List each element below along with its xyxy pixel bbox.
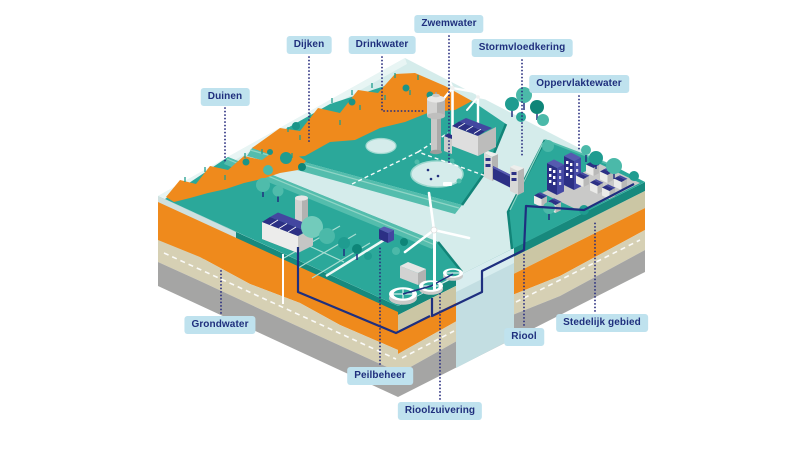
label-rioolzuivering: Rioolzuivering [397,402,483,420]
storm-surge-barrier [484,151,524,195]
dunes [166,73,472,202]
label-drinkwater: Drinkwater [348,36,416,54]
label-zwemwater: Zwemwater [414,15,484,33]
weir [379,226,394,243]
dune-grass [184,73,419,182]
label-oppervlaktewater: Oppervlaktewater [529,75,629,93]
city [534,140,640,220]
trees-back-island [263,87,549,175]
label-stedelijk-gebied: Stedelijk gebied [556,314,648,332]
label-stormvloedkering: Stormvloedkering [471,39,573,57]
groundwater-level-line [163,239,641,360]
label-riool: Riool [504,328,544,346]
label-grondwater: Grondwater [184,316,256,334]
solar-roof [262,217,306,236]
swimming-pond [365,137,464,188]
label-peilbeheer: Peilbeheer [347,367,413,385]
small-pond [365,137,397,155]
trees-front-island [301,216,408,260]
city-tower-1 [547,159,564,195]
connector-drinkwater [381,56,424,112]
main-ditch [325,238,385,278]
cross-section-left [158,196,398,397]
drinking-water-plant [427,92,496,156]
label-dijken: Dijken [286,36,332,54]
wind-turbine-front [403,191,471,292]
label-duinen: Duinen [200,88,250,106]
water-tower [427,92,445,155]
label-connectors [220,35,596,400]
